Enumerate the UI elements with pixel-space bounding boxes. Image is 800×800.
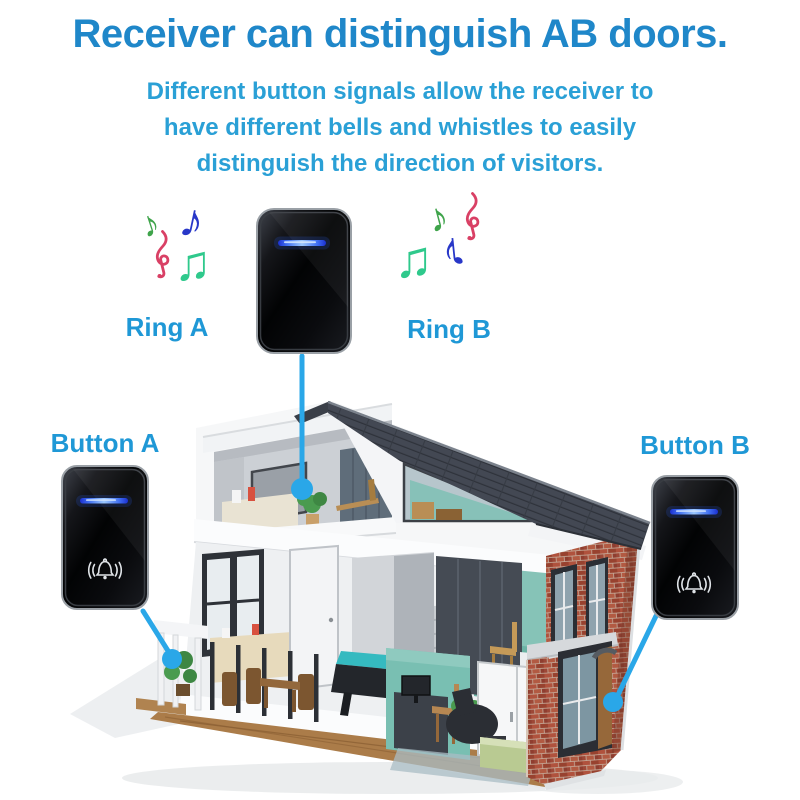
- door-button-a-device: [61, 465, 149, 610]
- wooden-chair: [490, 646, 516, 656]
- button-b-connector-dot: [603, 692, 623, 712]
- receiver-device: [256, 208, 352, 354]
- door-arch: [591, 647, 618, 660]
- beamed-notes-icon: ♫: [394, 231, 433, 289]
- subtitle-line-1: Different button signals allow the recei…: [146, 78, 654, 105]
- vanity-cabinet: [210, 632, 292, 683]
- eighth-note-icon: ♪: [439, 221, 469, 278]
- button-a-label: Button A: [50, 428, 160, 458]
- connectors: [140, 353, 659, 712]
- dining-table: [260, 678, 300, 690]
- rug: [390, 748, 536, 786]
- treble-clef-icon: [150, 230, 174, 285]
- bay-stone-cap: [527, 632, 618, 660]
- treble-clef-icon: [460, 192, 484, 247]
- door-button-b-device: [651, 475, 739, 620]
- page-title: Receiver can distinguish AB doors.: [72, 12, 728, 56]
- subtitle-line-3: distinguish the direction of visitors.: [196, 150, 604, 177]
- brick-facade: [526, 522, 646, 790]
- house-cutaway-illustration: [136, 400, 651, 790]
- button-b-label: Button B: [640, 430, 750, 460]
- porch-roof: [154, 620, 208, 639]
- ring-a-label: Ring A: [125, 312, 209, 342]
- page-subtitle: Different button signals allow the recei…: [0, 74, 800, 182]
- receiver-connector-dot: [291, 478, 313, 500]
- beamed-notes-icon: ♫: [174, 235, 212, 291]
- computer-desk: [394, 692, 448, 755]
- subtitle-line-2: have different bells and whistles to eas…: [163, 114, 637, 141]
- button-a-connector-line: [140, 608, 173, 657]
- button-a-connector-dot: [162, 649, 182, 669]
- ring-b-label: Ring B: [407, 314, 491, 344]
- button-b-connector-line: [614, 613, 659, 700]
- dining-chair: [222, 672, 237, 706]
